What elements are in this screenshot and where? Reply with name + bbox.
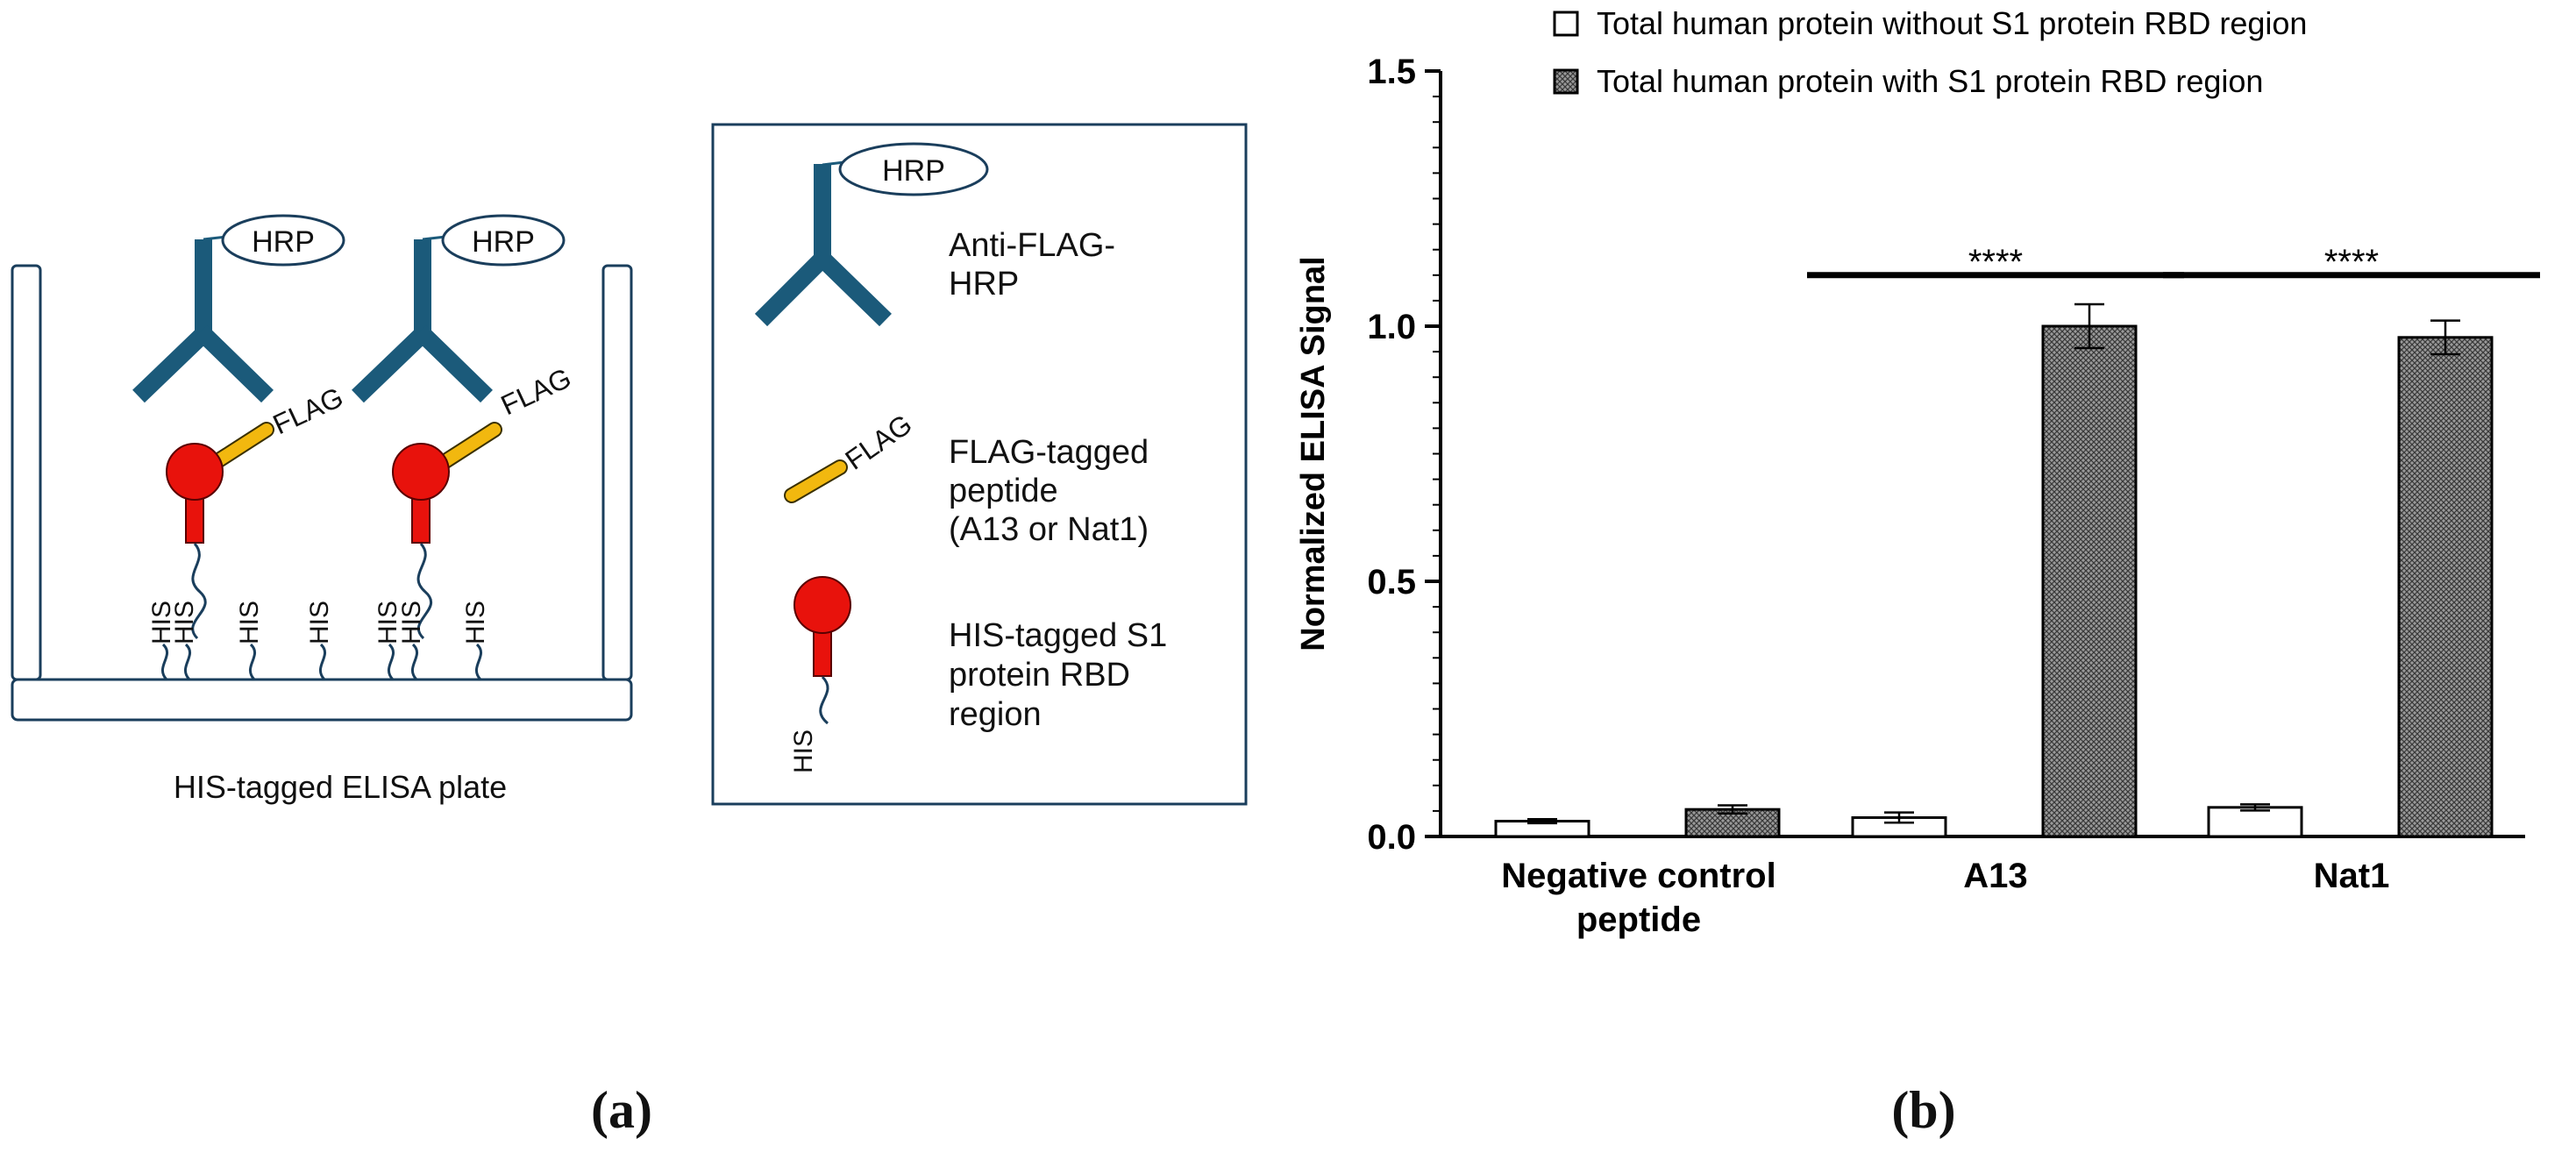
panel-a: HRP HRP FLAG FLAG (11, 123, 1248, 1139)
flag-label: FLAG (496, 361, 576, 421)
legend-protein-label: HIS-tagged S1 (949, 617, 1167, 654)
legend-label: Total human protein without S1 protein R… (1597, 5, 2307, 41)
y-tick-label: 1.0 (1367, 308, 1416, 346)
bar (2397, 336, 2494, 838)
his-tag-linker (387, 643, 395, 681)
his-label: HIS (789, 730, 818, 773)
bar (2207, 806, 2303, 838)
x-tick-label: peptide (1576, 900, 1701, 939)
significance-label: **** (1968, 243, 2023, 281)
his-tag-linker (248, 643, 257, 681)
his-tag-linker (410, 643, 419, 681)
y-tick-label: 0.0 (1367, 818, 1416, 857)
legend-protein-label: region (949, 696, 1042, 733)
x-tick-label: Negative control (1501, 857, 1775, 895)
his-tag-linker (183, 643, 192, 681)
legend-label: Total human protein with S1 protein RBD … (1597, 63, 2263, 99)
legend-protein-label: protein RBD (949, 657, 1130, 694)
his-label: HIS (170, 601, 199, 644)
legend-peptide-label: peptide (949, 473, 1058, 509)
panel-a-legend: HRP Anti-FLAG- HRP FLAG FLAG-tagged pept… (711, 123, 1248, 806)
panel-a-caption: (a) (591, 1081, 652, 1139)
significance-marker: **** (1807, 243, 2184, 281)
series-2 (1684, 302, 2494, 838)
legend-swatch (1553, 11, 1579, 37)
x-tick-label: A13 (1963, 857, 2027, 895)
plate-right-wall (601, 264, 633, 681)
panel-b-caption: (b) (1891, 1081, 1955, 1139)
error-bar (1527, 817, 1557, 825)
antibody-icon: HRP (132, 214, 345, 403)
x-tick-label: Nat1 (2314, 857, 2390, 895)
plate-caption: HIS-tagged ELISA plate (174, 769, 507, 805)
bar (2041, 324, 2138, 838)
hrp-label: HRP (252, 225, 315, 259)
his-protein-icon (166, 443, 224, 640)
y-tick-label: 1.5 (1367, 53, 1416, 91)
plate-left-wall (11, 264, 42, 681)
chart-legend: Total human protein without S1 protein R… (1553, 5, 2307, 99)
legend-peptide-label: FLAG-tagged (949, 434, 1149, 471)
his-label: HIS (374, 601, 402, 644)
error-bar (1718, 804, 1747, 815)
significance-label: **** (2324, 243, 2379, 281)
y-tick-label: 0.5 (1367, 563, 1416, 601)
legend-antibody-label: Anti-FLAG- (949, 227, 1115, 264)
error-bar (2074, 302, 2104, 350)
series-1 (1494, 803, 2303, 838)
antibody-icon: HRP (754, 142, 989, 327)
error-bar (1884, 811, 1914, 824)
his-protein-icon (392, 443, 450, 640)
legend-swatch (1553, 68, 1579, 95)
significance-marker: **** (2163, 243, 2540, 281)
hrp-label: HRP (472, 225, 535, 259)
plate-base (11, 678, 633, 722)
his-tag-linker (160, 643, 169, 681)
flag-peptide-icon: FLAG (210, 381, 348, 469)
y-axis: 0.0 0.5 1.0 1.5 (1367, 53, 1442, 857)
his-protein-icon: HIS (789, 576, 851, 773)
y-axis-title: Normalized ELISA Signal (1295, 256, 1332, 651)
his-label: HIS (397, 601, 426, 644)
his-tag-linker (474, 643, 483, 681)
error-bar (2240, 803, 2270, 812)
hrp-label: HRP (882, 154, 945, 188)
legend-item: Total human protein without S1 protein R… (1553, 5, 2307, 41)
his-label: HIS (461, 601, 490, 644)
legend-peptide-label: (A13 or Nat1) (949, 511, 1149, 548)
legend-item: Total human protein with S1 protein RBD … (1553, 63, 2263, 99)
flag-label: FLAG (268, 381, 348, 440)
his-label: HIS (147, 601, 176, 644)
his-label: HIS (235, 601, 264, 644)
error-bar (2430, 319, 2460, 356)
his-tag-linker (318, 643, 327, 681)
legend-antibody-label: HRP (949, 266, 1019, 302)
his-label: HIS (305, 601, 334, 644)
elisa-plate (11, 264, 633, 722)
antibody-icon: HRP (352, 214, 566, 403)
